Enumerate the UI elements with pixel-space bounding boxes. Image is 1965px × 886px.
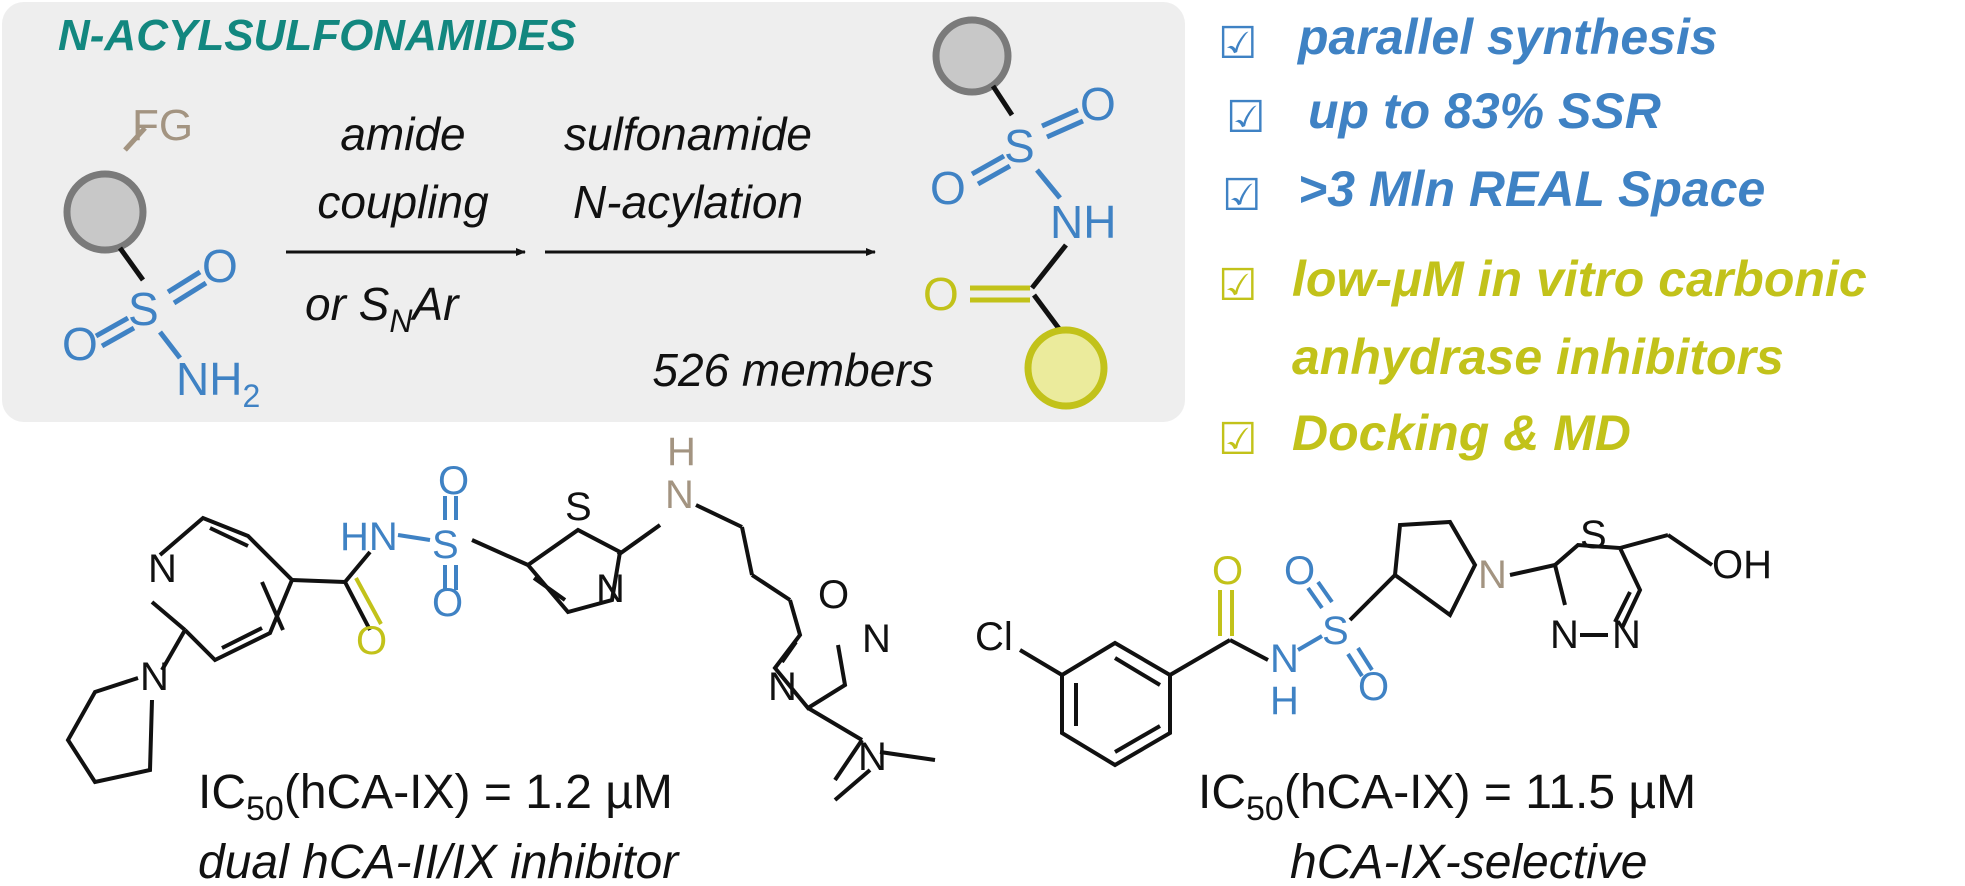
- atom-S: S: [1004, 120, 1035, 172]
- atom-S: S: [1322, 609, 1349, 653]
- compound-1-ic50: IC50(hCA-IX) = 1.2 µM: [198, 766, 673, 828]
- atom-S: S: [128, 283, 159, 335]
- check-item-label: >3 Mln REAL Space: [1298, 161, 1765, 217]
- atom-O: O: [432, 581, 463, 625]
- scheme-title: N-ACYLSULFONAMIDES: [58, 11, 576, 60]
- check-item: ☑ Docking & MD: [1218, 405, 1631, 464]
- compound-1: N N O HN S O O S N H N O N N N IC50(hCA-…: [65, 430, 936, 886]
- atom-S: S: [1580, 513, 1607, 557]
- atom-S: S: [432, 523, 459, 567]
- compound-1-structure: [65, 503, 936, 802]
- library-size: 526 members: [652, 344, 933, 396]
- atom-O: O: [1284, 549, 1315, 593]
- scaffold-circle-gray: [63, 170, 147, 254]
- atom-O: O: [202, 240, 238, 292]
- atom-N: N: [596, 567, 625, 611]
- check-item-label: parallel synthesis: [1296, 9, 1718, 65]
- compound-2-ic50: IC50(hCA-IX) = 11.5 µM: [1198, 766, 1696, 828]
- atom-O: O: [62, 318, 98, 370]
- checkbox-icon: ☑: [1222, 171, 1261, 220]
- step1-line2: coupling: [317, 176, 489, 228]
- step2-line1: sulfonamide: [564, 108, 812, 160]
- atom-N: N: [1478, 553, 1507, 597]
- atom-O: O: [438, 459, 469, 503]
- check-item: ☑ >3 Mln REAL Space: [1222, 161, 1765, 220]
- atom-N: N: [858, 735, 887, 779]
- atom-O: O: [1080, 78, 1116, 130]
- atom-O: O: [1212, 549, 1243, 593]
- atom-N: N: [148, 547, 177, 591]
- atom-H: H: [667, 430, 696, 474]
- step1-line3: or SNAr: [305, 278, 460, 339]
- atom-N: N: [140, 655, 169, 699]
- atom-N: N: [768, 665, 797, 709]
- atom-N: N: [1270, 637, 1299, 681]
- check-item-label: Docking & MD: [1292, 405, 1631, 461]
- bond-N-S: [397, 533, 431, 542]
- step2-line2: N-acylation: [573, 176, 803, 228]
- atom-N: N: [1550, 613, 1579, 657]
- check-item: ☑ up to 83% SSR: [1226, 83, 1661, 142]
- compound-2-structure: [1018, 519, 1714, 768]
- compound-2-caption: hCA-IX-selective: [1290, 836, 1647, 886]
- check-item-label: up to 83% SSR: [1308, 83, 1661, 139]
- atom-NH2: NH2: [176, 353, 260, 414]
- atom-Cl: Cl: [975, 615, 1013, 659]
- checkbox-icon: ☑: [1218, 19, 1257, 68]
- scheme-panel-background: [2, 2, 1185, 422]
- starting-material: FG S O O NH2: [62, 101, 260, 414]
- checkbox-icon: ☑: [1218, 415, 1257, 464]
- atom-N: N: [665, 473, 694, 517]
- atom-N: N: [862, 617, 891, 661]
- atom-OH: OH: [1712, 543, 1772, 587]
- check-item: ☑ parallel synthesis: [1218, 9, 1718, 68]
- scheme-panel: N-ACYLSULFONAMIDES FG S O O NH2 amide co…: [2, 2, 1185, 422]
- check-item-label-continued: anhydrase inhibitors: [1292, 329, 1784, 385]
- step1-line1: amide: [340, 108, 465, 160]
- scaffold-circle-yellow: [1024, 326, 1108, 410]
- atom-O: O: [923, 268, 959, 320]
- atom-N: N: [1612, 613, 1641, 657]
- atom-O: O: [818, 573, 849, 617]
- check-item-label: low-μM in vitro carbonic: [1292, 251, 1867, 307]
- atom-O: O: [930, 162, 966, 214]
- atom-S: S: [565, 485, 592, 529]
- atom-NH: NH: [1050, 196, 1116, 248]
- scaffold-circle-gray: [932, 16, 1012, 96]
- atom-O: O: [1358, 665, 1389, 709]
- atom-O: O: [356, 619, 387, 663]
- product-structure: S O O NH O: [923, 16, 1116, 410]
- checkbox-icon: ☑: [1218, 261, 1257, 310]
- check-item: ☑ low-μM in vitro carbonic anhydrase inh…: [1218, 251, 1867, 385]
- fg-label: FG: [132, 101, 193, 150]
- atom-HN: HN: [340, 515, 398, 559]
- compound-1-caption: dual hCA-II/IX inhibitor: [198, 836, 680, 886]
- compound-2: Cl O N H S O O N S N N OH IC50(hCA-IX) =…: [975, 513, 1772, 886]
- feature-checklist: ☑ parallel synthesis ☑ up to 83% SSR ☑ >…: [1218, 9, 1867, 464]
- atom-H: H: [1270, 679, 1299, 723]
- checkbox-icon: ☑: [1226, 93, 1265, 142]
